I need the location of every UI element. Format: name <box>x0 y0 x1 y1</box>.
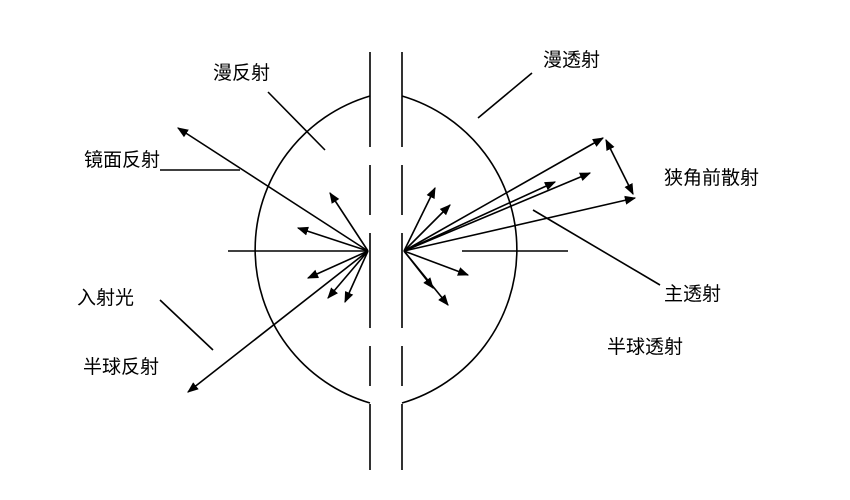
label-main-transmission: 主透射 <box>664 283 721 305</box>
diffuse-transmission-arrow <box>403 250 434 289</box>
leader-incident-light <box>159 299 214 351</box>
diffuse-reflection-arrow <box>344 250 369 304</box>
scatter-ray-3 <box>403 181 557 252</box>
label-hemispherical-reflection: 半球反射 <box>83 356 159 378</box>
leader-diffuse-transmission <box>477 72 533 119</box>
scatter-ray-2 <box>403 172 592 252</box>
narrow-angle-bracket <box>605 138 634 196</box>
incident-light-ray <box>187 250 369 393</box>
diffuse-reflection-arrow <box>296 226 369 252</box>
diffuse-transmission-arrow <box>403 186 436 252</box>
main-transmission-ray <box>403 195 637 252</box>
label-narrow-angle-scattering: 狭角前散射 <box>664 167 759 189</box>
leader-diffuse-reflection <box>267 91 326 151</box>
label-specular-reflection: 镜面反射 <box>84 149 160 171</box>
diffuse-transmission-arrow <box>403 250 470 276</box>
diffuse-reflection-arrow <box>306 250 369 279</box>
sphere-left-arc <box>254 95 371 404</box>
specular-reflection-ray <box>177 127 369 252</box>
label-incident-light: 入射光 <box>77 287 134 309</box>
label-diffuse-reflection: 漫反射 <box>213 62 270 84</box>
diffuse-reflection-arrow <box>329 192 369 252</box>
label-hemispherical-transmission: 半球透射 <box>607 336 683 358</box>
diffuse-reflection-arrow <box>327 250 369 299</box>
label-diffuse-transmission: 漫透射 <box>543 49 600 71</box>
diffuse-transmission-arrow <box>403 204 451 252</box>
sphere-right-arc <box>401 95 518 404</box>
leader-main-transmission <box>532 209 661 286</box>
scatter-ray-1 <box>403 137 604 252</box>
